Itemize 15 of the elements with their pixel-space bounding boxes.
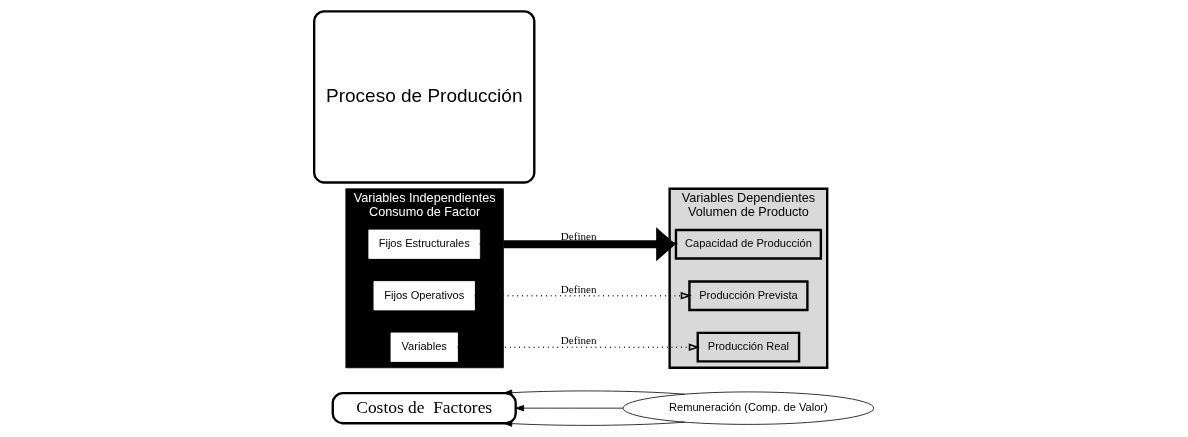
node-box: Producción Prevista (688, 280, 809, 312)
node-box: Proceso de Producción (313, 10, 536, 184)
node-ellipse: Remuneración (Comp. de Valor) (622, 391, 875, 425)
arrow (515, 405, 624, 412)
node-box: Fijos Operativos (373, 281, 475, 311)
arrow (503, 420, 686, 427)
arrow (503, 227, 676, 262)
arrow (503, 389, 686, 396)
edge-label: Definen (560, 334, 597, 347)
edge-label: Definen (560, 282, 597, 295)
node-box: Fijos Estructurales (368, 229, 481, 259)
edge-label: Definen (560, 230, 597, 243)
node-box: Capacidad de Producción (674, 228, 823, 260)
node-box: Producción Real (696, 331, 801, 363)
node-box: Variables (390, 332, 458, 362)
